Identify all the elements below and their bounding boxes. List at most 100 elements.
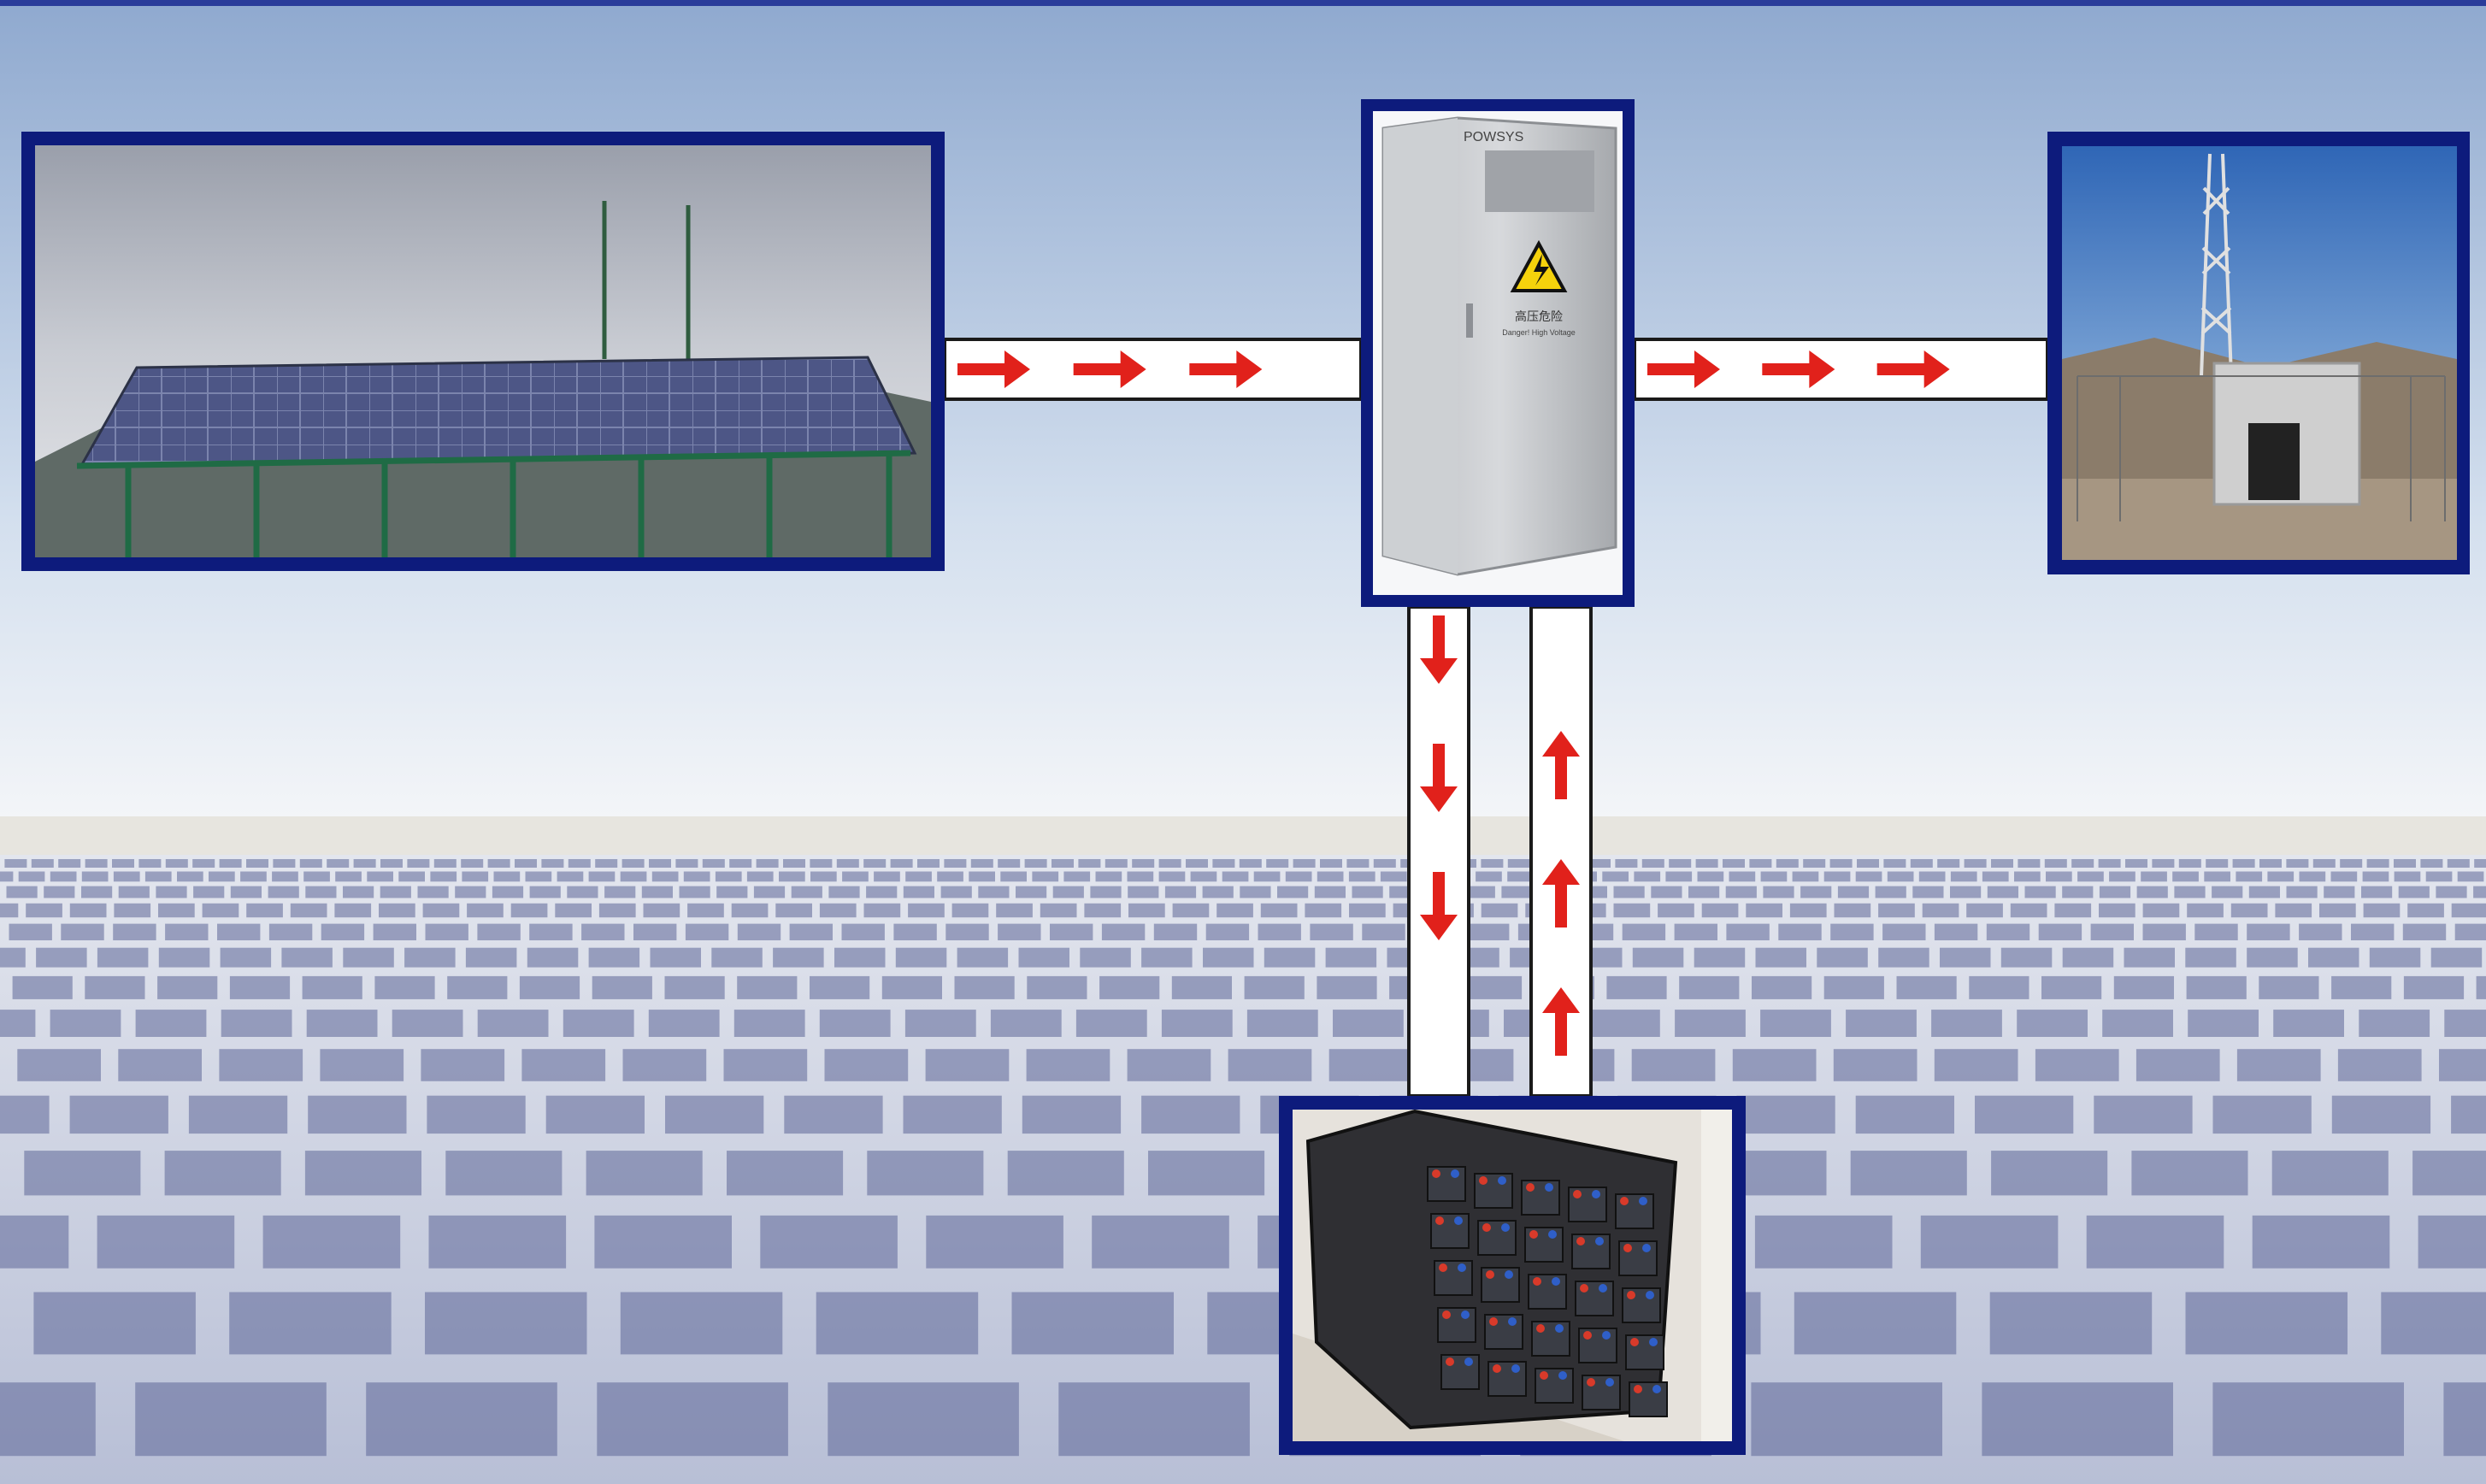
field-panel <box>586 1151 703 1196</box>
field-panel <box>1058 1382 1250 1457</box>
field-panel <box>1105 859 1128 868</box>
field-panel <box>188 1095 288 1134</box>
field-panel <box>2271 1151 2389 1196</box>
field-panel <box>1755 947 1806 968</box>
field-panel <box>1588 859 1611 868</box>
field-panel <box>1882 923 1926 940</box>
field-panel <box>563 1010 634 1037</box>
field-panel <box>1760 1010 1831 1037</box>
field-panel <box>343 886 374 898</box>
field-panel <box>620 871 647 882</box>
field-panel <box>1277 886 1309 898</box>
field-panel <box>366 1382 557 1457</box>
field-panel <box>2174 886 2206 898</box>
field-panel <box>321 923 365 940</box>
field-panel <box>773 947 824 968</box>
field-panel <box>1679 975 1740 999</box>
field-panel <box>1878 903 1915 918</box>
field-panel <box>31 859 54 868</box>
field-panel <box>425 923 468 940</box>
field-panel <box>0 947 26 968</box>
field-panel <box>1095 871 1122 882</box>
field-panel <box>2135 1049 2220 1081</box>
load-station-node <box>2047 132 2470 574</box>
field-panel <box>641 886 673 898</box>
field-panel <box>1675 1010 1746 1037</box>
field-panel <box>1128 903 1165 918</box>
field-panel <box>61 923 104 940</box>
field-panel <box>487 859 510 868</box>
field-panel <box>2035 1049 2119 1081</box>
field-panel <box>2141 871 2167 882</box>
negative-terminal-icon <box>1646 1291 1654 1299</box>
field-panel <box>58 859 81 868</box>
solar-panel-array-icon <box>79 356 917 468</box>
field-panel <box>737 923 781 940</box>
field-panel <box>445 1151 563 1196</box>
field-panel <box>789 923 833 940</box>
field-panel <box>374 975 435 999</box>
field-panel <box>810 859 833 868</box>
field-panel <box>1075 1010 1147 1037</box>
field-panel <box>1763 886 1794 898</box>
field-panel <box>2186 975 2247 999</box>
field-panel <box>525 871 552 882</box>
field-panel <box>262 1215 401 1269</box>
field-panel <box>1697 871 1724 882</box>
field-panel <box>1602 871 1629 882</box>
field-panel <box>433 859 457 868</box>
field-panel <box>1024 859 1047 868</box>
flow-pipes <box>943 338 2049 1098</box>
negative-terminal-icon <box>1605 1378 1614 1387</box>
field-panel <box>1857 859 1879 868</box>
field-panel <box>1688 886 1720 898</box>
field-panel <box>1333 1010 1404 1037</box>
field-panel <box>1631 1049 1716 1081</box>
field-panel <box>651 871 679 882</box>
field-panel <box>157 975 218 999</box>
field-panel <box>727 1151 844 1196</box>
field-panel <box>836 859 859 868</box>
field-panel <box>784 1095 883 1134</box>
field-panel <box>1101 923 1146 940</box>
field-panel <box>2439 1049 2486 1081</box>
field-panel <box>1018 947 1069 968</box>
field-panel <box>1726 923 1770 940</box>
field-panel <box>810 871 837 882</box>
field-panel <box>26 903 62 918</box>
field-panel <box>2457 871 2484 882</box>
field-panel <box>308 1095 407 1134</box>
field-panel <box>529 923 573 940</box>
field-panel <box>2230 903 2268 918</box>
negative-terminal-icon <box>1454 1216 1463 1225</box>
field-panel <box>1161 1010 1233 1037</box>
field-panel <box>1092 1215 1229 1269</box>
field-panel <box>112 859 134 868</box>
flow-arrow-down-icon <box>1420 872 1458 940</box>
field-panel <box>273 859 296 868</box>
negative-terminal-icon <box>1451 1169 1459 1178</box>
negative-terminal-icon <box>1558 1371 1567 1380</box>
field-panel <box>1132 859 1155 868</box>
field-panel <box>220 947 272 968</box>
field-panel <box>828 1382 1019 1457</box>
field-panel <box>2319 903 2356 918</box>
field-panel <box>2451 1095 2486 1134</box>
top-border-line <box>0 0 2486 6</box>
field-panel <box>716 886 748 898</box>
field-panel <box>1823 871 1851 882</box>
field-panel <box>113 923 156 940</box>
field-panel <box>1507 871 1534 882</box>
positive-terminal-icon <box>1533 1277 1541 1286</box>
field-panel <box>69 1095 168 1134</box>
field-panel <box>1606 975 1667 999</box>
field-panel <box>1982 1382 2173 1457</box>
field-panel <box>1634 871 1661 882</box>
field-panel <box>1325 947 1377 968</box>
field-panel <box>1090 886 1122 898</box>
field-panel <box>1986 923 2030 940</box>
field-panel <box>144 871 172 882</box>
field-panel <box>425 1292 587 1355</box>
field-panel <box>842 871 869 882</box>
